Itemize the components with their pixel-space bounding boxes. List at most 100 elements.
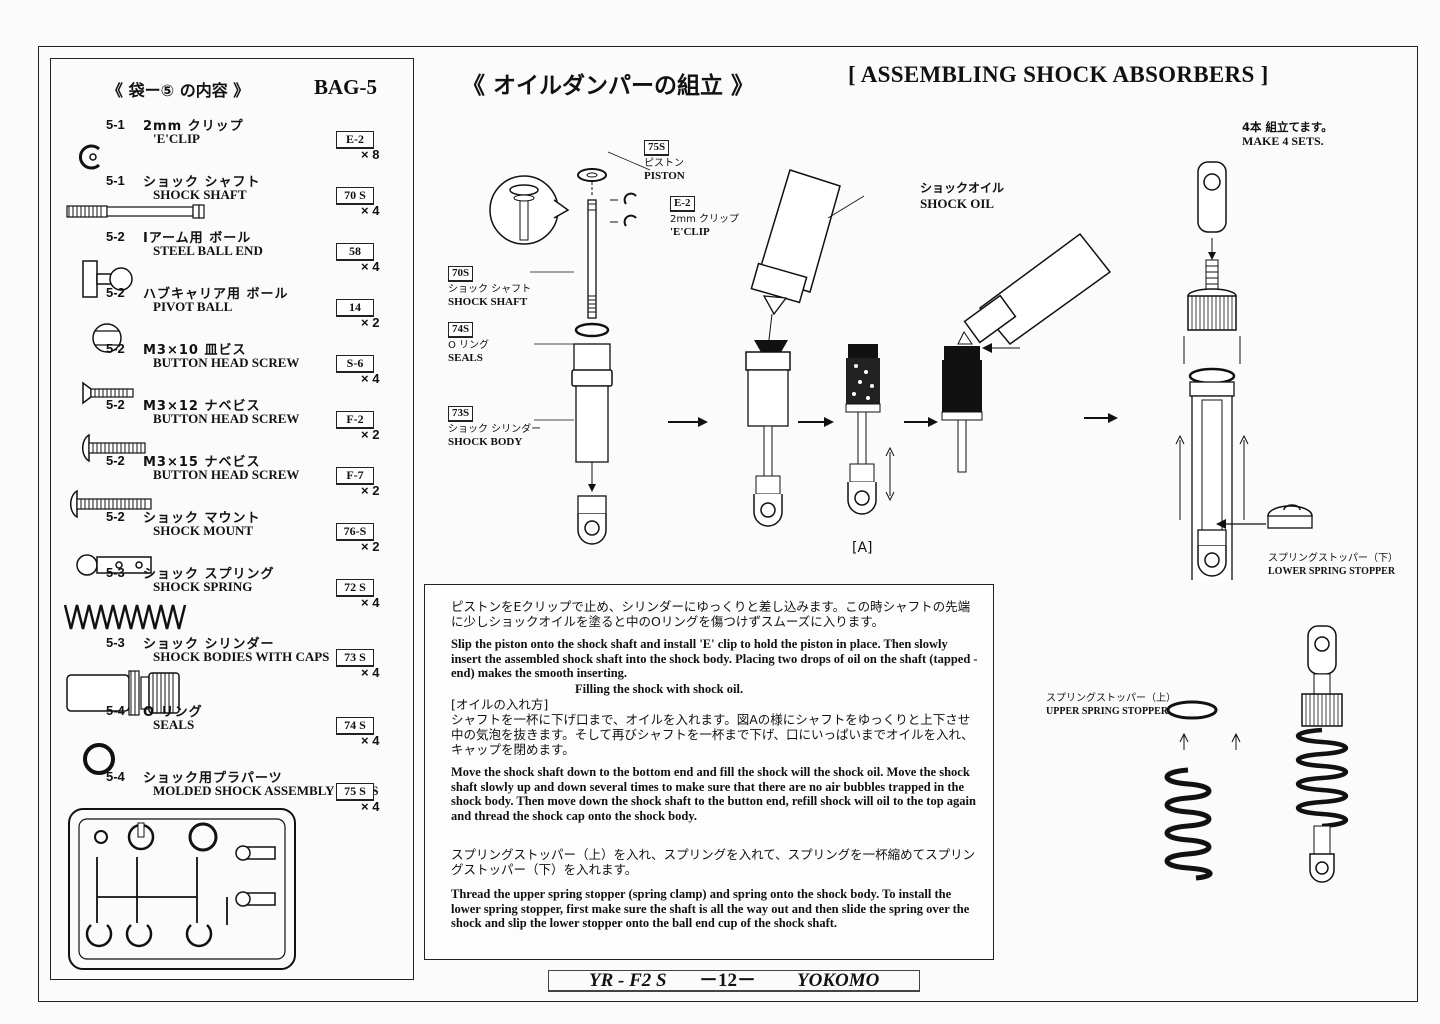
callout-en: LOWER SPRING STOPPER bbox=[1268, 566, 1396, 577]
part-name-en: SHOCK MOUNT bbox=[153, 523, 254, 538]
callout-upper-stopper: スプリングストッパー（上） UPPER SPRING STOPPER bbox=[1046, 692, 1176, 718]
part-quantity: × 2 bbox=[361, 483, 380, 498]
part-number: 5-2 bbox=[106, 397, 125, 412]
callout-code: 75S bbox=[644, 140, 670, 156]
part-code: F-7 bbox=[336, 467, 374, 485]
part-name-jp: ショック シャフト bbox=[143, 175, 261, 190]
part-quantity: × 8 bbox=[361, 147, 380, 162]
part-name-en: SHOCK SHAFT bbox=[153, 187, 247, 202]
pivot-ball-icon bbox=[92, 323, 122, 353]
part-number: 5-2 bbox=[106, 509, 125, 524]
part-code: 75 S bbox=[336, 783, 374, 801]
part-name-jp: ショック シリンダー bbox=[143, 637, 275, 652]
instruction-2-jp: シャフトを一杯に下げ口まで、オイルを入れます。図Aの様にシャフトをゆっくりと上下… bbox=[451, 712, 974, 757]
part-code: 73 S bbox=[336, 649, 374, 667]
callout-jp: ショックオイル bbox=[920, 181, 1005, 195]
part-name-jp: Iアーム用 ボール bbox=[143, 231, 252, 246]
part-item-pivot-ball: 5-2 ハブキャリア用 ボール PIVOT BALL 14 × 2 bbox=[51, 285, 415, 353]
part-name-en: STEEL BALL END bbox=[153, 243, 263, 258]
footer-page-number: －12－ bbox=[699, 970, 757, 991]
step-a-label: [A] bbox=[852, 540, 873, 556]
instruction-3-jp: スプリングストッパー（上）を入れ、スプリングを入れて、スプリングを一杯縮めてスプ… bbox=[451, 847, 976, 877]
callout-jp: 4本 組立てます。 bbox=[1242, 120, 1333, 134]
callout-make-four: 4本 組立てます。 MAKE 4 SETS. bbox=[1242, 120, 1333, 148]
part-name-jp: M3×10 皿ビス bbox=[143, 343, 247, 358]
part-item-eclip: 5-1 2mm クリップ 'E'CLIP E-2 × 8 bbox=[51, 117, 415, 173]
parts-header-jp: 《 袋ー⑤ の内容 》 bbox=[107, 81, 250, 100]
instruction-2-heading: [オイルの入れ方] bbox=[451, 697, 549, 712]
callout-jp: スプリングストッパー（上） bbox=[1046, 693, 1176, 704]
part-number: 5-4 bbox=[106, 703, 125, 718]
part-number: 5-2 bbox=[106, 341, 125, 356]
part-name-jp: O リング bbox=[143, 705, 203, 720]
callout-shock-oil: ショックオイル SHOCK OIL bbox=[920, 180, 1004, 211]
callout-lower-stopper: スプリングストッパー（下） LOWER SPRING STOPPER bbox=[1268, 552, 1398, 578]
part-quantity: × 4 bbox=[361, 203, 380, 218]
part-quantity: × 4 bbox=[361, 371, 380, 386]
part-quantity: × 4 bbox=[361, 595, 380, 610]
callout-code: 74S bbox=[448, 322, 474, 338]
part-name-en: PIVOT BALL bbox=[153, 299, 233, 314]
part-item-shock-mount: 5-2 ショック マウント SHOCK MOUNT 76-S × 2 bbox=[51, 509, 415, 576]
page-footer: YR - F2 S －12－ YOKOMO bbox=[548, 970, 920, 992]
instruction-1-en: Slip the piston onto the shock shaft and… bbox=[451, 637, 978, 680]
assembly-diagram bbox=[489, 151, 1249, 580]
part-quantity: × 4 bbox=[361, 259, 380, 274]
callout-jp: O リング bbox=[448, 340, 490, 351]
part-name-en: SHOCK SPRING bbox=[153, 579, 253, 594]
part-name-jp: 2mm クリップ bbox=[143, 119, 244, 134]
page-frame bbox=[38, 46, 1418, 1002]
part-name-jp: ハブキャリア用 ボール bbox=[143, 287, 289, 302]
callout-en: 'E'CLIP bbox=[670, 226, 710, 238]
part-item-shock-shaft: 5-1 ショック シャフト SHOCK SHAFT 70 S × 4 bbox=[51, 173, 415, 229]
part-item-o-ring: 5-4 O リング SEALS 74 S × 4 bbox=[51, 703, 415, 775]
part-number: 5-4 bbox=[106, 769, 125, 784]
parts-header-en: BAG-5 bbox=[314, 75, 377, 99]
part-name-en: BUTTON HEAD SCREW bbox=[153, 355, 300, 370]
part-quantity: × 4 bbox=[361, 665, 380, 680]
title-jp: 《 オイルダンパーの組立 》 bbox=[462, 73, 755, 99]
callout-code: E-2 bbox=[670, 196, 695, 212]
part-name-en: BUTTON HEAD SCREW bbox=[153, 411, 300, 426]
part-quantity: × 2 bbox=[361, 539, 380, 554]
callout-jp: ショック シャフト bbox=[448, 284, 532, 295]
part-name-en: MOLDED SHOCK ASSEMBLY PARTS bbox=[153, 783, 379, 798]
shock-shaft-icon bbox=[66, 204, 205, 219]
part-code: F-2 bbox=[336, 411, 374, 429]
part-item-shock-spring: 5-3 ショック スプリング SHOCK SPRING 72 S × 4 bbox=[51, 565, 415, 630]
part-name-en: SHOCK BODIES WITH CAPS bbox=[153, 649, 330, 664]
callout-en: SHOCK BODY bbox=[448, 436, 523, 448]
part-number: 5-2 bbox=[106, 453, 125, 468]
spring-icon bbox=[63, 604, 187, 630]
instruction-2-en: Move the shock shaft down to the bottom … bbox=[451, 765, 976, 823]
callout-en: SHOCK OIL bbox=[920, 196, 995, 211]
part-number: 5-3 bbox=[106, 635, 125, 650]
part-code: 74 S bbox=[336, 717, 374, 735]
callout-jp: スプリングストッパー（下） bbox=[1268, 553, 1398, 564]
part-item-button-screw-12: 5-2 M3×12 ナベビス BUTTON HEAD SCREW F-2 × 2 bbox=[51, 397, 415, 463]
part-number: 5-1 bbox=[106, 173, 125, 188]
button-head-screw-icon bbox=[70, 489, 152, 519]
callout-seals: 74S O リング SEALS bbox=[448, 322, 489, 365]
parts-list-panel: 《 袋ー⑤ の内容 》 BAG-5 5-1 2mm クリップ 'E'CLIP E… bbox=[50, 58, 414, 980]
part-number: 5-2 bbox=[106, 285, 125, 300]
part-quantity: × 4 bbox=[361, 733, 380, 748]
part-quantity: × 2 bbox=[361, 427, 380, 442]
part-quantity: × 2 bbox=[361, 315, 380, 330]
part-number: 5-2 bbox=[106, 229, 125, 244]
part-name-en: 'E'CLIP bbox=[153, 131, 200, 146]
part-code: 58 bbox=[336, 243, 374, 261]
instruction-1-en-last: Filling the shock with shock oil. bbox=[575, 682, 744, 696]
part-code: S-6 bbox=[336, 355, 374, 373]
button-head-screw-icon bbox=[82, 433, 146, 463]
eclip-icon bbox=[79, 144, 101, 170]
part-name-jp: M3×12 ナベビス bbox=[143, 399, 261, 414]
part-number: 5-3 bbox=[106, 565, 125, 580]
footer-brand: YOKOMO bbox=[797, 970, 880, 991]
callout-eclip: E-2 2mm クリップ 'E'CLIP bbox=[670, 196, 739, 239]
footer-model: YR - F2 S bbox=[589, 970, 667, 991]
callout-jp: ピストン bbox=[644, 158, 684, 169]
title-en: [ ASSEMBLING SHOCK ABSORBERS ] bbox=[848, 62, 1269, 87]
instructions-box: ピストンをEクリップで止め、シリンダーにゆっくりと差し込みます。この時シャフトの… bbox=[424, 584, 994, 960]
callout-code: 70S bbox=[448, 266, 474, 282]
